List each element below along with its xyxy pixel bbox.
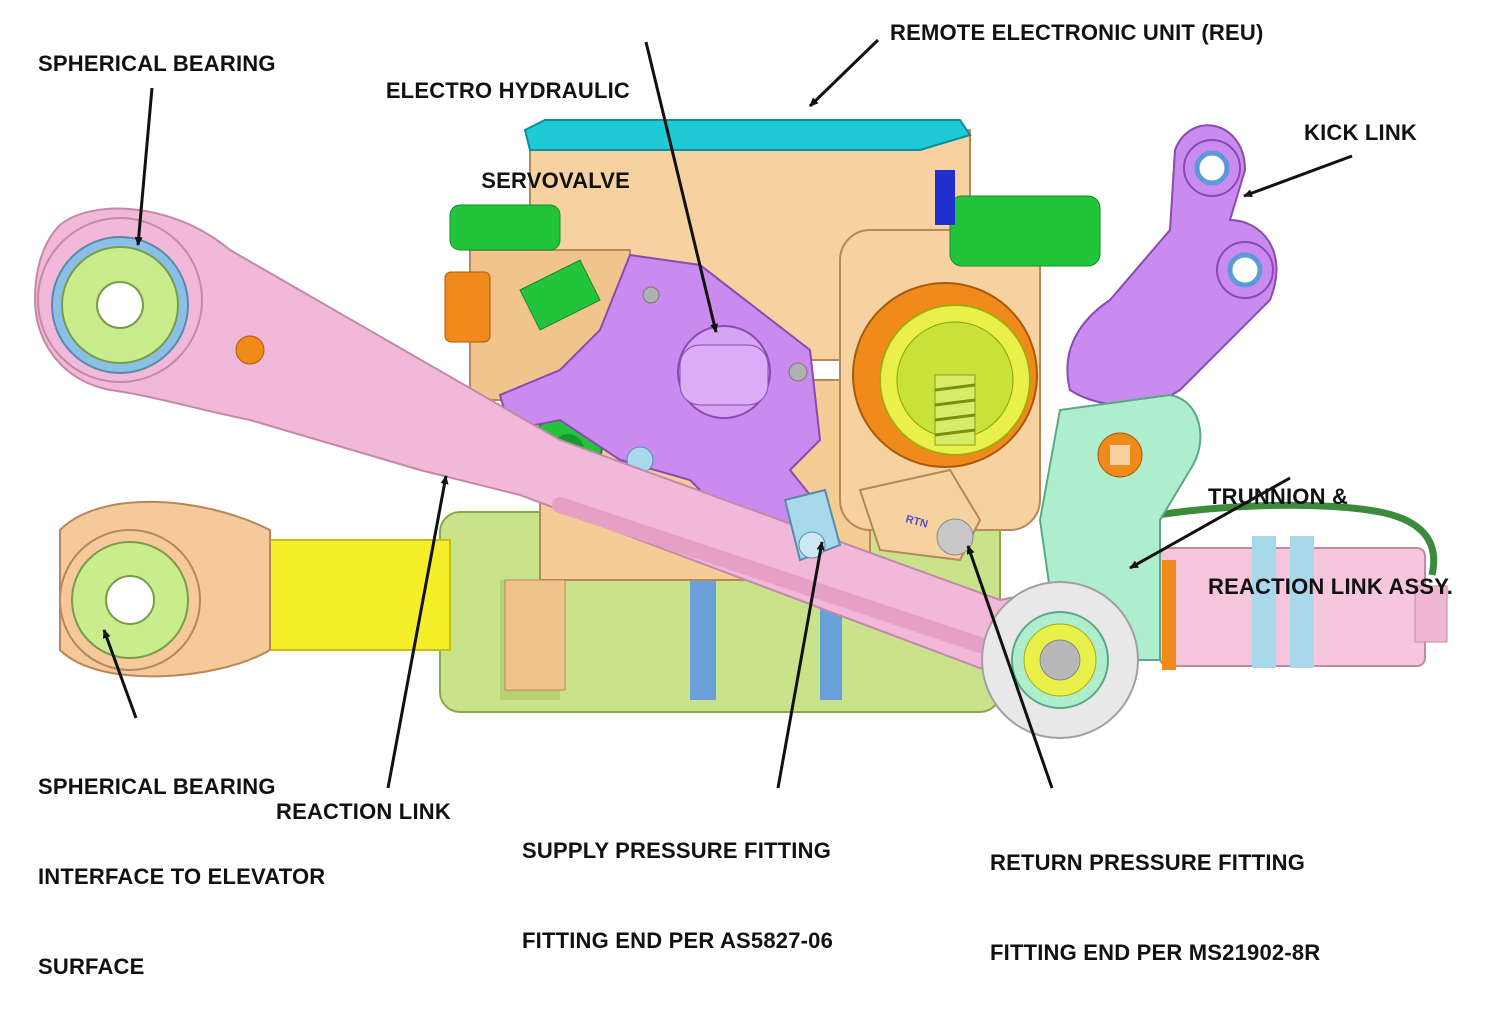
leader-supply-fitting <box>776 541 825 789</box>
label-supply-line-2: FITTING END PER AS5827-06 <box>522 928 834 953</box>
label-return-line-1: RETURN PRESSURE FITTING <box>990 850 1306 875</box>
label-remote-electronic-unit: REMOTE ELECTRONIC UNIT (REU) <box>890 20 1264 45</box>
return-pressure-fitting: RTN <box>858 468 982 562</box>
leader-reu <box>808 38 880 108</box>
leader-reaction-link <box>386 475 449 789</box>
leader-servovalve <box>644 41 719 333</box>
remote-electronic-unit <box>523 119 972 151</box>
label-kick-link: KICK LINK <box>1304 120 1418 145</box>
label-servovalve-line-1: ELECTRO HYDRAULIC <box>385 78 630 103</box>
label-spherical-bearing-interface: SPHERICAL BEARING INTERFACE TO ELEVATOR … <box>38 712 325 1012</box>
label-return-line-2: FITTING END PER MS21902-8R <box>990 940 1321 965</box>
kick-link <box>1066 124 1278 406</box>
leader-return-fitting <box>966 545 1054 789</box>
label-interface-line-3: SURFACE <box>38 954 145 979</box>
coil-housing <box>852 282 1038 468</box>
yellow-piston-rod <box>249 539 451 651</box>
rear-cylinder <box>1129 501 1448 670</box>
label-spherical-bearing: SPHERICAL BEARING <box>38 51 276 76</box>
lower-rod-end <box>59 500 271 678</box>
rtn-marking: RTN <box>904 513 929 530</box>
reaction-link-end-bearing <box>981 581 1139 739</box>
label-return-pressure-fitting: RETURN PRESSURE FITTING FITTING END PER … <box>990 788 1320 998</box>
label-electro-hydraulic-servovalve: ELECTRO HYDRAULIC SERVOVALVE <box>350 16 630 226</box>
leader-lines <box>102 38 1353 789</box>
label-reaction-link: REACTION LINK <box>276 799 451 824</box>
leader-kick-link <box>1243 154 1353 198</box>
leader-spherical-bearing <box>134 87 154 246</box>
label-supply-pressure-fitting: SUPPLY PRESSURE FITTING FITTING END PER … <box>522 776 833 986</box>
label-servovalve-line-2: SERVOVALVE <box>481 168 630 193</box>
label-trunnion-line-2: REACTION LINK ASSY. <box>1208 574 1454 599</box>
supply-pressure-fitting <box>783 488 842 562</box>
leader-spherical-bearing-interface <box>102 629 138 719</box>
upper-spherical-bearing <box>37 217 265 383</box>
leader-trunnion <box>1129 476 1291 570</box>
label-interface-line-2: INTERFACE TO ELEVATOR <box>38 864 326 889</box>
orange-nut <box>444 271 491 343</box>
label-supply-line-1: SUPPLY PRESSURE FITTING <box>522 838 832 863</box>
label-trunnion-line-1: TRUNNION & <box>1208 484 1349 509</box>
label-interface-line-1: SPHERICAL BEARING <box>38 774 276 799</box>
actuator-drawing: RTN <box>33 38 1448 789</box>
actuator-diagram: RTN SPHERICAL BEARING ELECTRO HYDRAULIC … <box>33 16 1453 979</box>
label-trunnion-reaction-link-assy: TRUNNION & REACTION LINK ASSY. <box>1208 422 1453 632</box>
